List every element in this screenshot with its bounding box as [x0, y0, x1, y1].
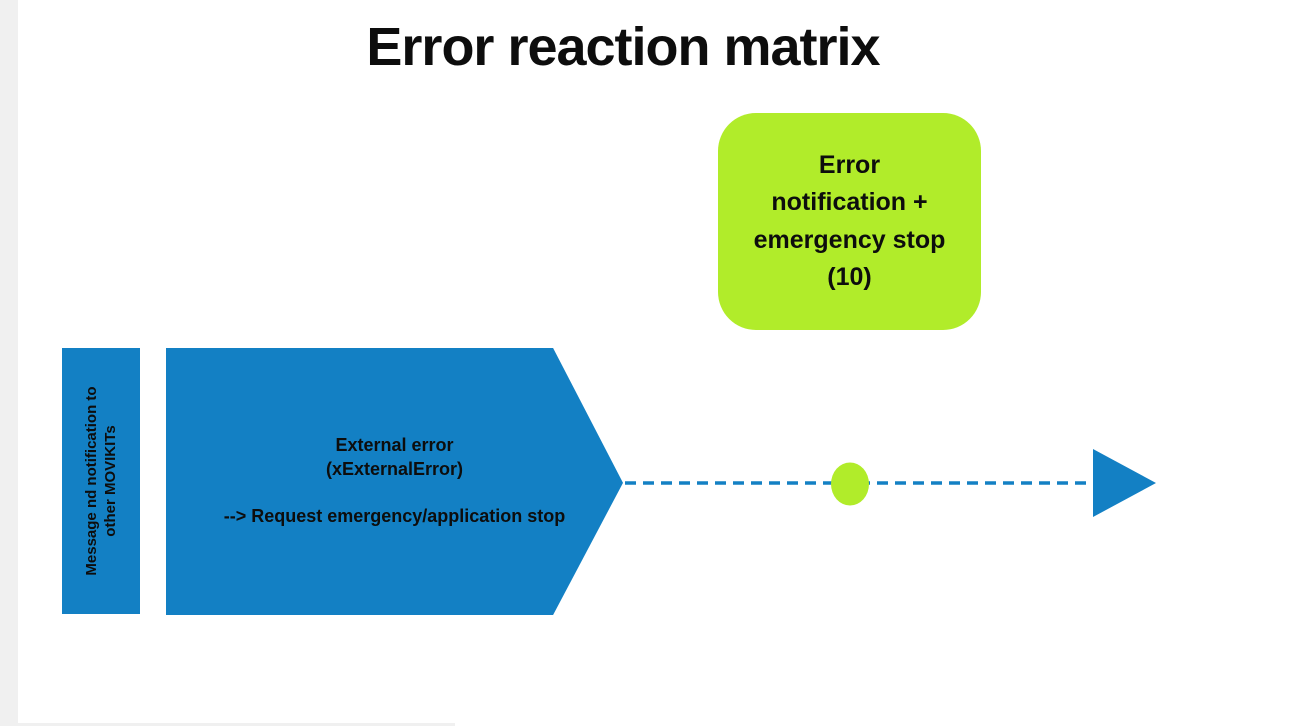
error-arrow-text: External error (xExternalError) --> Requ… [223, 434, 566, 527]
page-title: Error reaction matrix [366, 17, 880, 77]
error-arrow-shape[interactable]: External error (xExternalError) --> Requ… [166, 348, 623, 615]
green-dot-icon [831, 462, 869, 506]
message-label-text: Message nd notification to other MOVIKIT… [82, 386, 120, 576]
outcome-box[interactable]: Error notification + emergency stop (10) [718, 113, 981, 330]
bottom-gutter [0, 723, 455, 726]
left-gutter [0, 0, 18, 726]
message-label-bar[interactable]: Message nd notification to other MOVIKIT… [62, 348, 140, 614]
outcome-box-label: Error notification + emergency stop (10) [753, 150, 946, 292]
arrowhead-icon [1093, 449, 1156, 517]
